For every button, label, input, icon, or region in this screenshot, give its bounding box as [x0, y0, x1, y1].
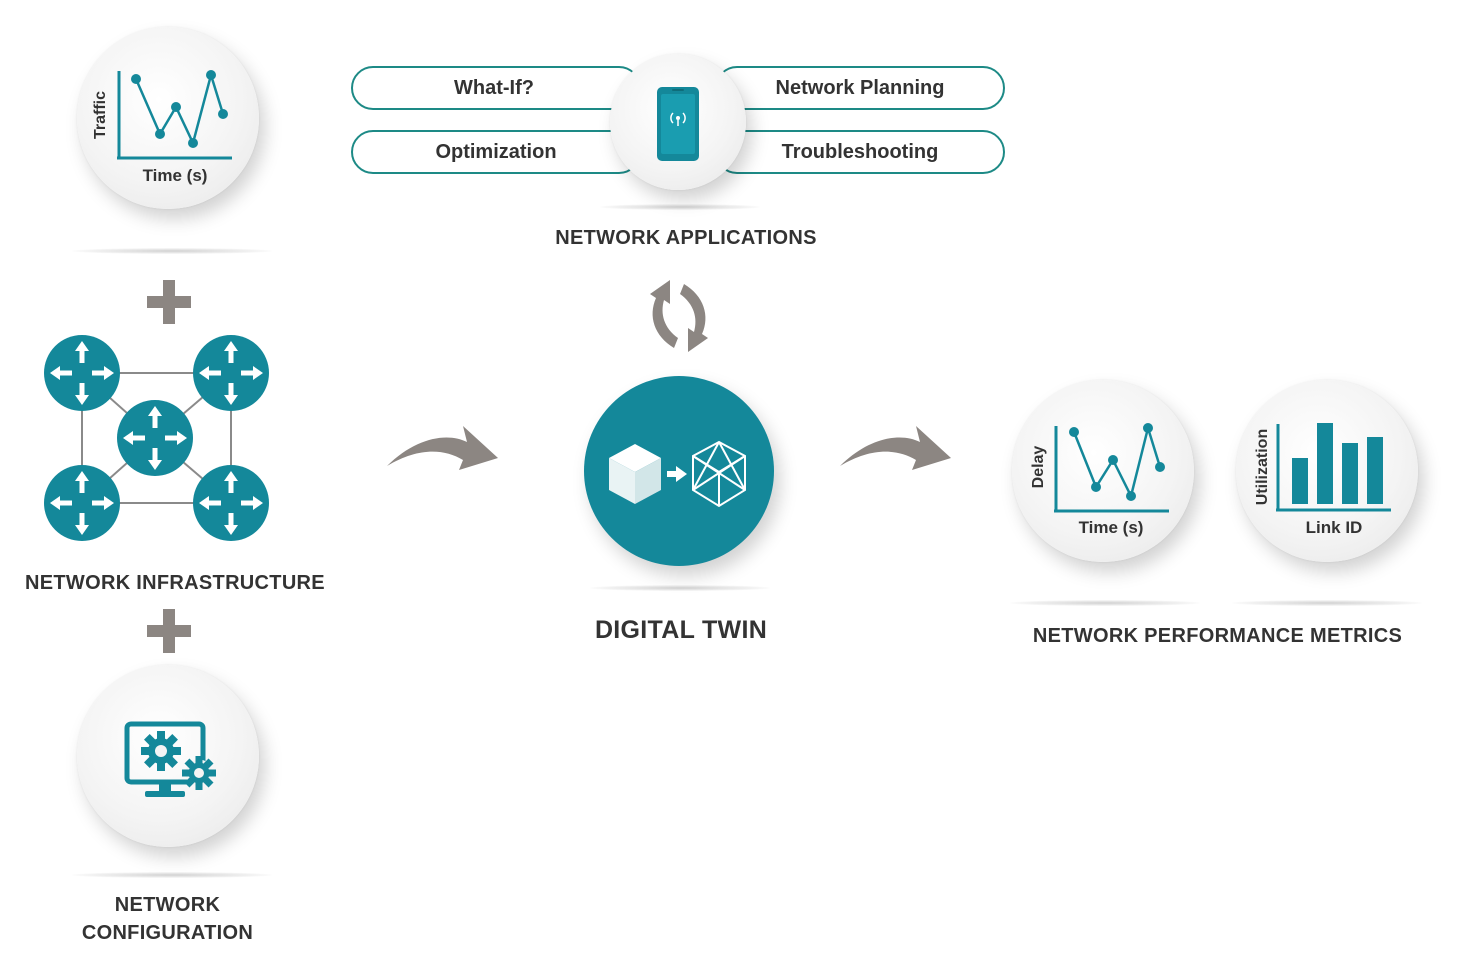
- flow-arrow-in: [387, 426, 498, 470]
- network-planning-pill: Network Planning: [715, 66, 1005, 110]
- computer-settings-icon: [124, 721, 216, 797]
- optimization-pill: Optimization: [351, 130, 641, 174]
- plus-icon: [147, 280, 191, 324]
- delay-ylabel: Delay: [1030, 445, 1047, 489]
- what-if-label: What-If?: [454, 76, 534, 99]
- optimization-label: Optimization: [435, 140, 557, 163]
- delay-xlabel: Time (s): [1078, 518, 1144, 537]
- network-configuration-title-1: NETWORK: [114, 894, 221, 916]
- what-if-pill: What-If?: [351, 66, 641, 110]
- digital-twin-title: DIGITAL TWIN: [594, 616, 768, 644]
- traffic-chart-shadow: [72, 248, 272, 254]
- configuration-shadow: [72, 872, 272, 878]
- cycle-arrows-icon: [650, 280, 708, 352]
- network-topology: [44, 335, 269, 541]
- cube-transform-icon: [609, 440, 746, 508]
- plus-icon: [147, 609, 191, 653]
- troubleshooting-label: Troubleshooting: [781, 140, 939, 163]
- router-icon: [44, 465, 120, 541]
- troubleshooting-pill: Troubleshooting: [715, 130, 1005, 174]
- flow-arrow-out: [840, 426, 951, 470]
- delay-chart-circle: [1012, 380, 1194, 562]
- router-icon: [117, 400, 193, 476]
- network-applications-title: NETWORK APPLICATIONS: [555, 227, 817, 249]
- router-icon: [193, 465, 269, 541]
- smartphone-icon: [657, 87, 699, 161]
- router-icon: [193, 335, 269, 411]
- digital-twin-shadow: [590, 585, 770, 591]
- performance-metrics-title: NETWORK PERFORMANCE METRICS: [1032, 625, 1403, 647]
- traffic-xlabel: Time (s): [142, 166, 208, 185]
- router-icon: [44, 335, 120, 411]
- utilization-ylabel: Utilization: [1254, 428, 1271, 506]
- line-chart-icon: [117, 70, 232, 160]
- traffic-chart-circle: [77, 27, 259, 209]
- network-infrastructure-title: NETWORK INFRASTRUCTURE: [25, 572, 325, 594]
- delay-chart-shadow: [1010, 600, 1200, 606]
- line-chart-icon: [1054, 423, 1169, 513]
- utilization-xlabel: Link ID: [1305, 518, 1363, 537]
- bar-chart-icon: [1276, 423, 1391, 512]
- network-planning-label: Network Planning: [775, 76, 945, 99]
- utilization-chart-shadow: [1232, 600, 1422, 606]
- network-configuration-title-2: CONFIGURATION: [81, 922, 254, 944]
- applications-shadow: [600, 204, 760, 210]
- traffic-ylabel: Traffic: [92, 91, 109, 140]
